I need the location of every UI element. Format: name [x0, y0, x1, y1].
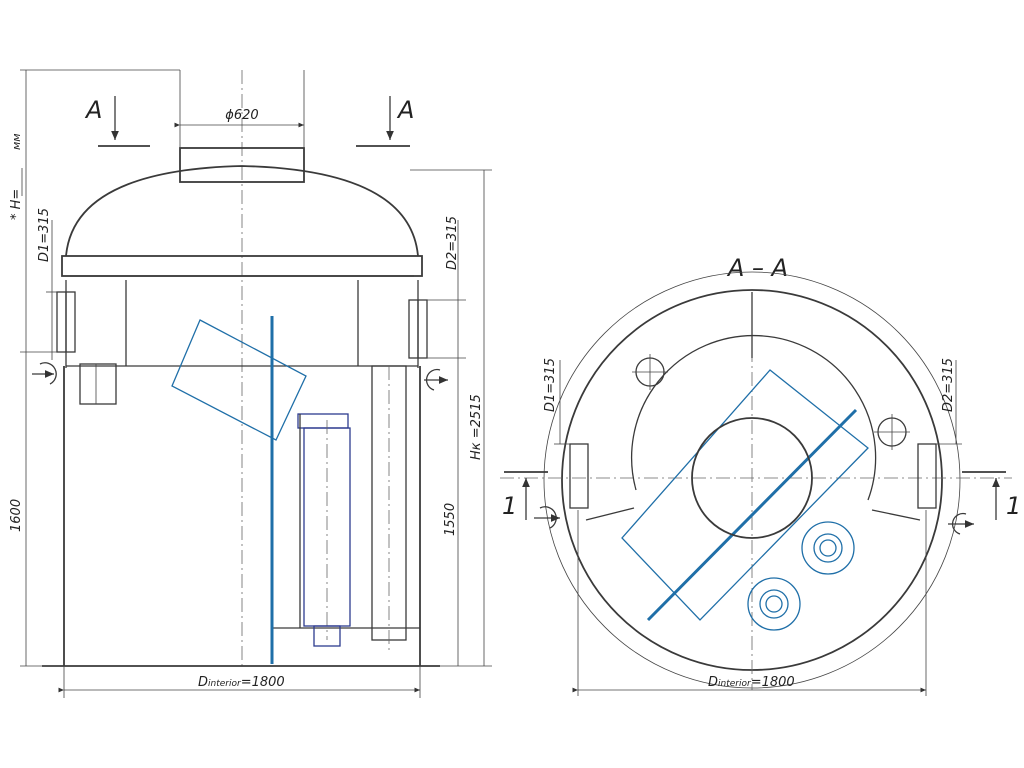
inner-partition [631, 334, 877, 501]
separator-plate-section [646, 408, 858, 622]
cartridge-top [801, 521, 855, 575]
cartridge-bottom [747, 577, 801, 631]
height-unit: мм [10, 133, 23, 150]
height-1550-label: 1550 [443, 503, 458, 536]
cartridge-top-cap [297, 413, 349, 429]
inlet-flow-icon [39, 362, 57, 385]
outlet-pipe-section [917, 443, 937, 509]
height-1600-label: 1600 [9, 499, 24, 532]
coalescing-filter-block [171, 319, 307, 441]
riser-circle [691, 417, 813, 539]
coalescing-filter-section [621, 369, 869, 621]
view-mark-left: 1 [502, 492, 517, 520]
section-mark-right: A [396, 96, 414, 124]
section-view: A – A [500, 254, 1021, 696]
inlet-diameter-label: D1=315 [37, 208, 52, 262]
outlet-diameter-label-section: D2=315 [941, 358, 956, 412]
outlet-diameter-label: D2=315 [445, 216, 460, 270]
view-mark-right: 1 [1006, 492, 1021, 520]
dome-cover [65, 165, 419, 257]
height-label: * H= [9, 189, 24, 220]
inlet-stub [79, 363, 117, 405]
cartridge-bottom-cap [313, 625, 341, 647]
outlet-flow-icon [425, 368, 441, 391]
neck [179, 147, 305, 183]
section-title: A – A [726, 254, 788, 282]
outlet-riser-pipe [371, 365, 407, 641]
inlet-pipe-section [569, 443, 589, 509]
total-height-label: Hк =2515 [469, 394, 484, 460]
interior-diameter-label: Dinterior=1800 [198, 675, 285, 690]
neck-diameter-label: ϕ620 [225, 108, 258, 123]
section-mark-left: A [84, 96, 102, 124]
inlet-diameter-label-section: D1=315 [543, 358, 558, 412]
elevation-view: ϕ620 [9, 69, 492, 698]
inlet-flow-icon-section [539, 506, 557, 529]
outlet-flow-icon-section [951, 512, 967, 535]
interior-diameter-label-section: Dinterior=1800 [708, 675, 795, 690]
